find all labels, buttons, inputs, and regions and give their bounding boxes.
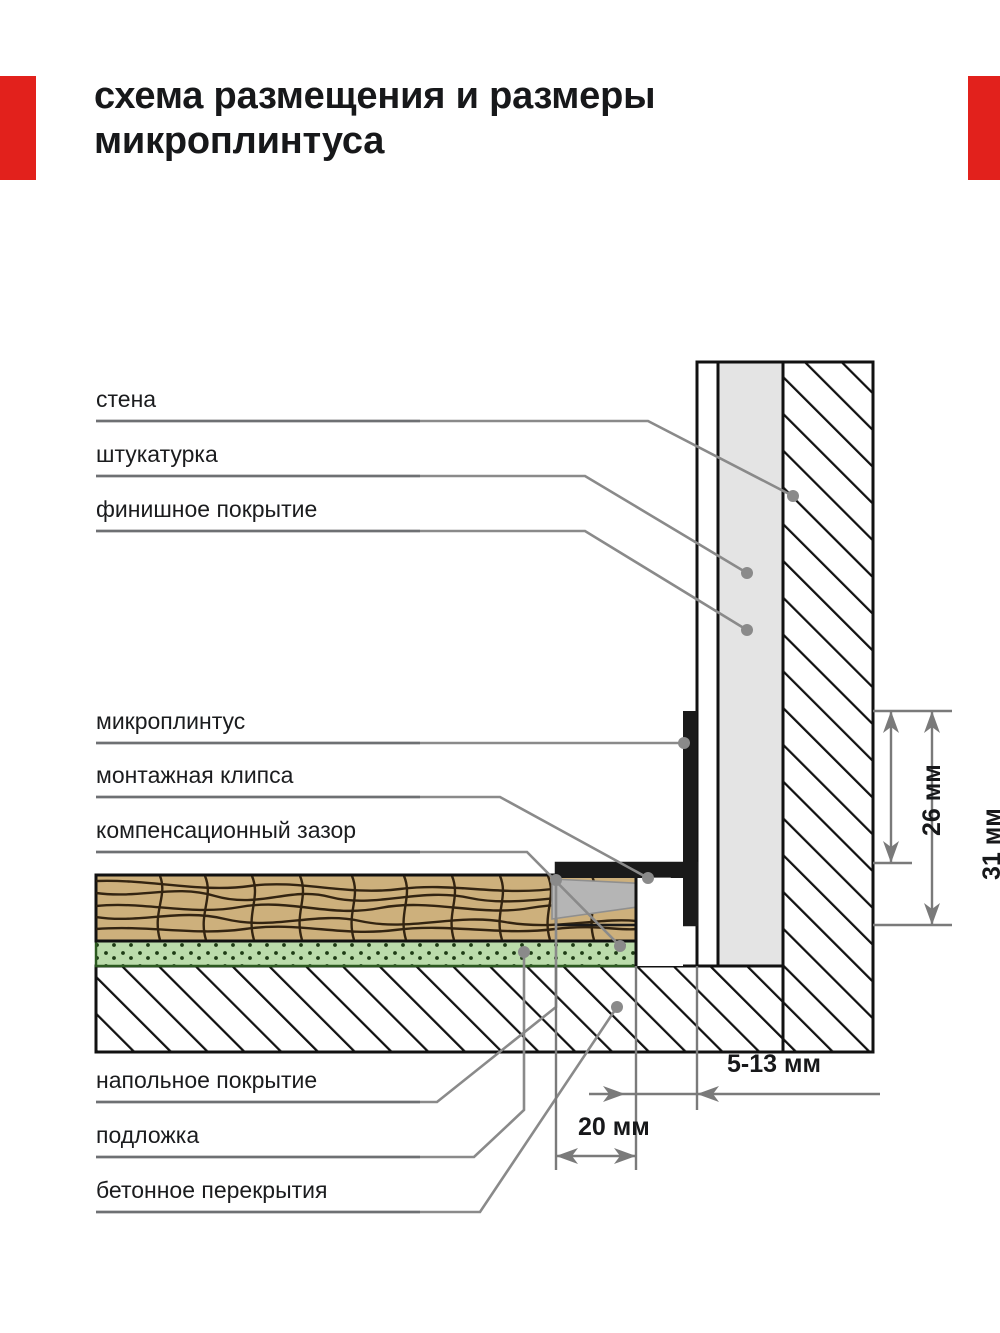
label-plaster: штукатурка [96,441,218,467]
plaster-layer [716,360,785,1054]
expansion-gap [634,878,683,966]
dimension-5-13mm: 5-13 мм [727,1050,821,1078]
leader-plaster [96,474,748,575]
leader-finish-coat [96,529,748,632]
floor-covering-layer [94,873,638,943]
label-underlay: подложка [96,1122,200,1148]
wall-body [781,360,875,1054]
accent-bar-right [968,76,1000,180]
leader-dots [518,490,799,1013]
page-title-line-1: схема размещения и размеры [94,75,656,117]
page-title-line-2: микроплинтуса [94,119,385,162]
label-concrete-slab: бетонное перекрытия [96,1177,328,1203]
underlay-layer [94,939,638,968]
label-finish-coat: финишное покрытие [96,496,318,522]
label-floor-covering: напольное покрытие [96,1067,318,1093]
label-wall: стена [96,386,157,412]
concrete-slab [94,964,785,1054]
label-microplinth: микроплинтус [96,708,246,734]
dimension-arrowheads [556,711,940,1164]
label-mounting-clip: монтажная клипса [96,762,294,788]
finish-coat-layer [695,360,720,1054]
dimension-lines [554,709,952,1170]
dimension-20mm: 20 мм [578,1113,650,1141]
dimension-31mm: 31 мм [978,808,1000,880]
page-title: схема размещения и размеры микроплинтуса [94,74,934,164]
label-underlines [96,419,420,1214]
dimension-26mm: 26 мм [918,764,946,836]
accent-bar-left [0,76,36,180]
label-expansion-gap: компенсационный зазор [96,817,357,843]
